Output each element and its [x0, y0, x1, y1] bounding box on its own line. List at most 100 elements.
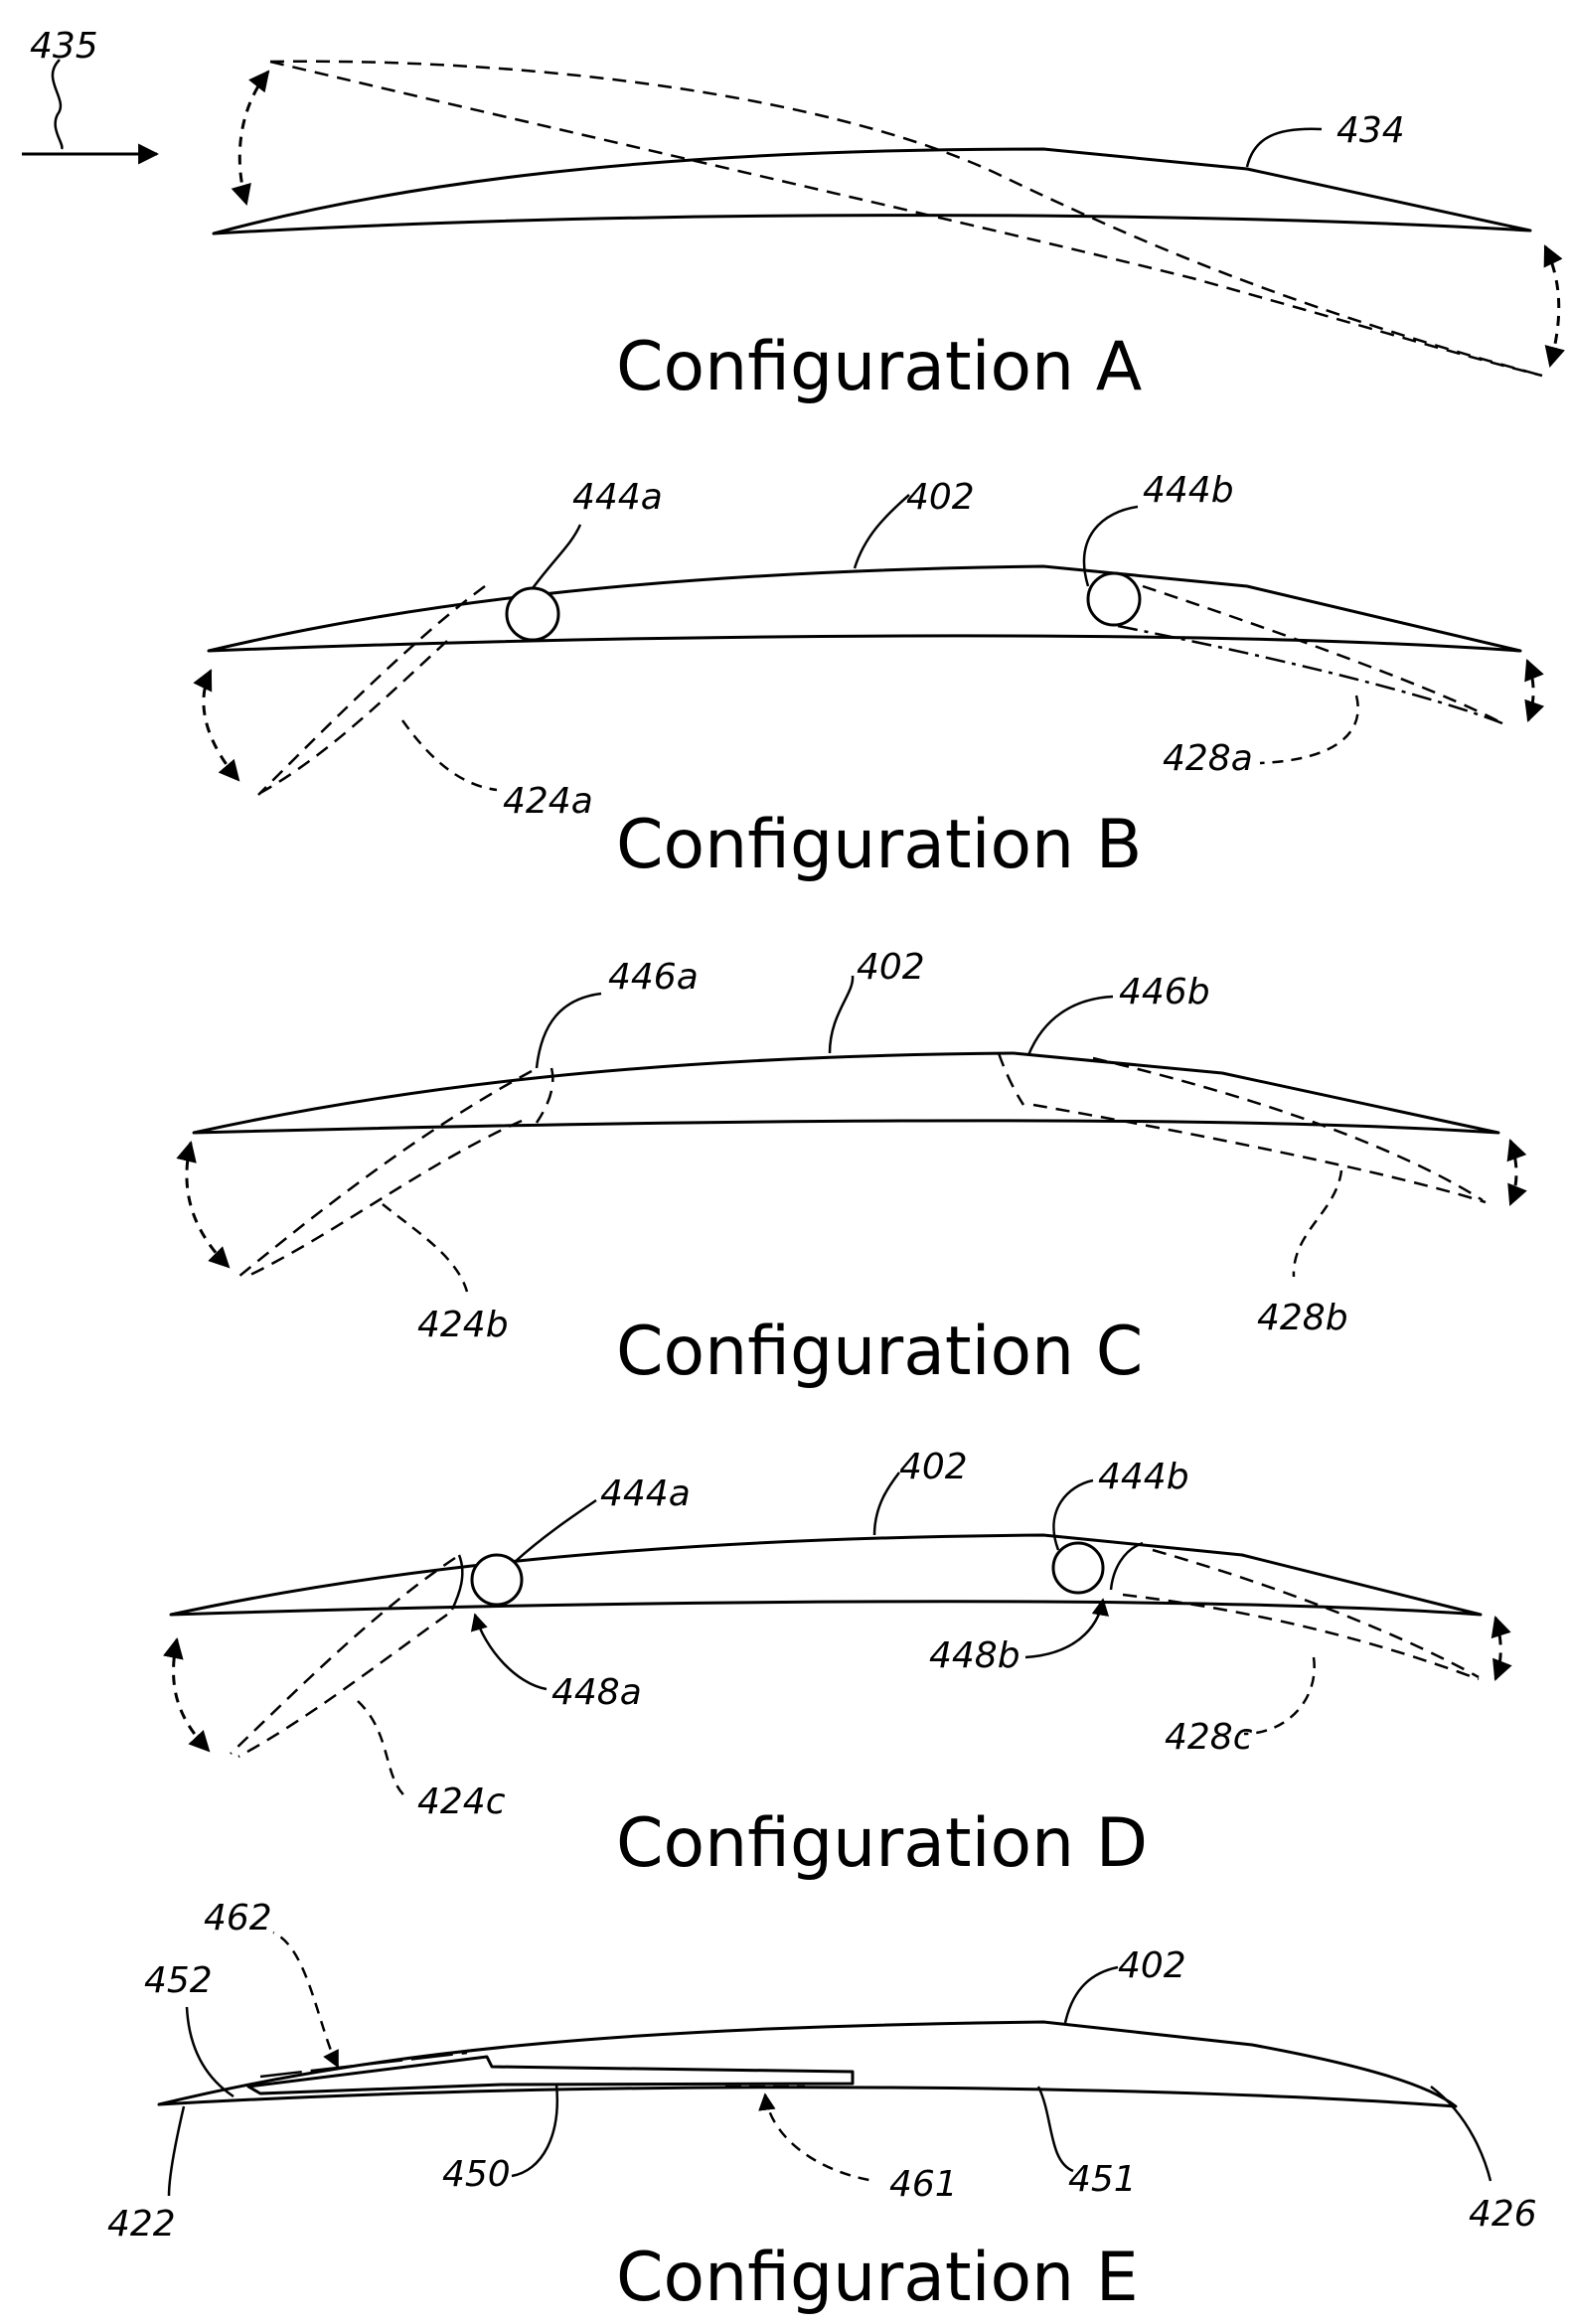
trailing-flap-428c-upper — [1152, 1548, 1480, 1679]
airfoil-outline — [207, 564, 1522, 653]
hinge-444b — [1086, 571, 1142, 627]
ref-402: 402 — [906, 477, 975, 518]
lead-435 — [51, 59, 64, 150]
hinge-line-446a — [535, 1067, 554, 1124]
hinge-line-446b — [997, 1052, 1025, 1106]
hinge-444b — [1051, 1541, 1105, 1595]
leading-flap-424a-lower — [259, 640, 448, 795]
configuration-d: 444a 402 444b 448a 448b 424c 428c Config… — [163, 1447, 1512, 1883]
ref-444a: 444a — [600, 1473, 691, 1514]
lead-434 — [1245, 127, 1323, 168]
lead-428c — [1243, 1656, 1316, 1736]
ref-422: 422 — [107, 2204, 176, 2245]
lead-428a — [1259, 695, 1359, 765]
ref-424c: 424c — [417, 1782, 506, 1822]
caption-configuration-a: Configuration A — [616, 328, 1142, 406]
lead-448a — [470, 1613, 548, 1691]
lead-402 — [828, 975, 855, 1054]
ref-450: 450 — [442, 2154, 511, 2195]
lead-422 — [167, 2105, 186, 2197]
ref-402: 402 — [857, 947, 925, 988]
leading-edge-motion-arrow — [231, 70, 270, 207]
leading-flap-424a-upper — [257, 584, 486, 796]
lead-452 — [185, 2006, 235, 2098]
lead-402 — [853, 494, 910, 569]
ref-448b: 448b — [929, 1635, 1020, 1676]
trailing-flap-motion-arrow — [1506, 1139, 1527, 1206]
ref-402: 402 — [1118, 1945, 1186, 1986]
configuration-b: 444a 402 444b 424a 428a Configuration B — [193, 470, 1545, 884]
lead-402 — [872, 1472, 900, 1536]
internal-member — [246, 2055, 855, 2095]
leading-flap-motion-arrow — [176, 1140, 231, 1269]
ref-444a: 444a — [572, 477, 663, 518]
element-462-line — [259, 2051, 468, 2079]
caption-configuration-b: Configuration B — [616, 806, 1142, 884]
leading-flap-424b-lower — [249, 1119, 523, 1277]
trailing-flap-428a-upper — [1142, 584, 1503, 725]
lead-444a — [532, 524, 582, 589]
ref-428b: 428b — [1257, 1298, 1348, 1338]
lead-451 — [1036, 2086, 1074, 2173]
lead-444b — [1082, 505, 1139, 587]
ref-451: 451 — [1068, 2159, 1137, 2200]
ref-462: 462 — [204, 1898, 272, 1938]
ref-435: 435 — [30, 26, 98, 67]
airfoil-outline — [157, 2020, 1458, 2108]
ref-461: 461 — [889, 2164, 958, 2205]
lead-444a — [514, 1498, 597, 1563]
lead-428b — [1292, 1169, 1343, 1278]
hinge-444a — [470, 1553, 524, 1607]
airfoil-outline — [169, 1533, 1483, 1617]
trailing-flap-motion-arrow — [1524, 659, 1545, 722]
leading-flap-424c-lower — [237, 1613, 448, 1759]
ref-424b: 424b — [417, 1305, 509, 1345]
ref-428c: 428c — [1165, 1717, 1253, 1758]
configuration-e: 462 452 402 450 461 451 422 426 Configur… — [107, 1898, 1537, 2317]
lead-424c — [357, 1700, 408, 1799]
caption-configuration-e: Configuration E — [616, 2239, 1139, 2317]
ref-446b: 446b — [1119, 972, 1210, 1012]
ref-428a: 428a — [1163, 738, 1253, 779]
lead-461 — [758, 2092, 875, 2183]
lead-450 — [511, 2084, 558, 2178]
lead-446b — [1026, 995, 1114, 1056]
leading-flap-motion-arrow — [163, 1636, 211, 1753]
stop-448b — [1109, 1541, 1144, 1591]
lead-446a — [535, 992, 602, 1069]
trailing-flap-428a-lower — [1117, 624, 1503, 725]
lead-402 — [1063, 1965, 1119, 2024]
lead-426 — [1430, 2086, 1492, 2182]
deflected-airfoil-upper — [269, 60, 1543, 378]
leading-flap-424c-upper — [230, 1556, 456, 1755]
airfoil-outline — [192, 1051, 1500, 1135]
trailing-edge-motion-arrow — [1543, 244, 1565, 369]
lead-448b — [1024, 1598, 1110, 1659]
hinge-444a — [505, 586, 560, 642]
ref-446a: 446a — [608, 957, 699, 998]
ref-444b: 444b — [1143, 470, 1234, 511]
airfoil-outline — [212, 147, 1532, 235]
deflected-airfoil-lower — [269, 60, 1543, 378]
caption-configuration-d: Configuration D — [616, 1804, 1148, 1883]
configuration-a: 435 434 Configuration A — [22, 26, 1565, 406]
trailing-flap-428b-upper — [1092, 1056, 1484, 1202]
ref-434: 434 — [1336, 110, 1405, 151]
trailing-flap-428b-lower — [1032, 1103, 1487, 1204]
ref-402: 402 — [899, 1447, 968, 1487]
lead-462 — [272, 1931, 340, 2069]
trailing-flap-motion-arrow — [1491, 1615, 1512, 1681]
ref-444b: 444b — [1098, 1457, 1189, 1497]
lead-444b — [1052, 1478, 1094, 1551]
ref-424a: 424a — [503, 781, 593, 822]
configuration-c: 446a 402 446b 424b 428b Configuration C — [176, 947, 1527, 1391]
stop-448a — [450, 1554, 464, 1611]
ref-448a: 448a — [551, 1672, 642, 1713]
lead-424b — [382, 1203, 469, 1293]
ref-452: 452 — [144, 1960, 213, 2001]
caption-configuration-c: Configuration C — [616, 1313, 1143, 1391]
leading-flap-motion-arrow — [193, 669, 240, 782]
ref-426: 426 — [1469, 2194, 1537, 2235]
leading-flap-424b-upper — [237, 1069, 533, 1278]
